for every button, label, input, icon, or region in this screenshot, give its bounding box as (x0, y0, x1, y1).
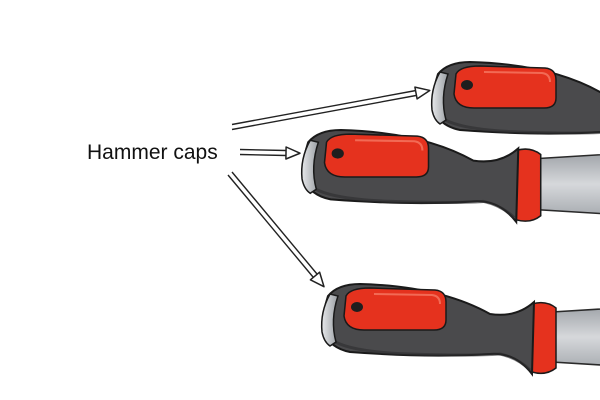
scraper-tool-icon-bottom (320, 282, 600, 376)
scraper-tool-icon-middle (300, 128, 600, 224)
scraper-tool-icon-top (430, 60, 600, 154)
arrow-icon-middle (239, 146, 301, 160)
arrow-icon-top (229, 83, 432, 131)
hammer-caps-label: Hammer caps (87, 141, 218, 164)
arrow-icon-bottom (227, 171, 330, 292)
